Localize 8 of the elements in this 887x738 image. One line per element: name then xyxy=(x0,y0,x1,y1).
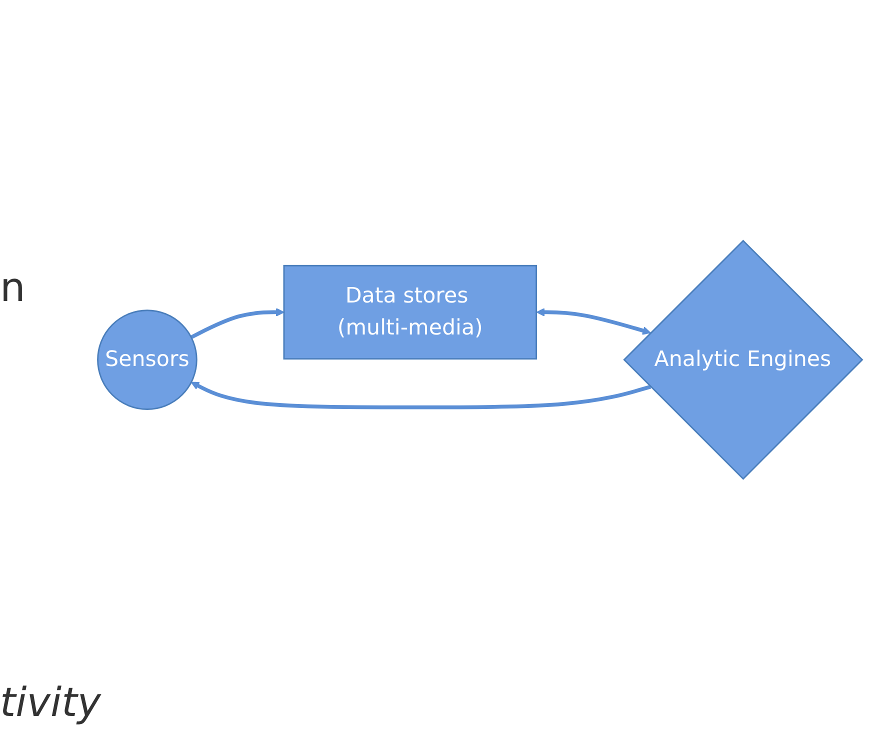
arrow xyxy=(190,382,652,410)
label-text: tivity xyxy=(0,680,101,726)
label-text: n xyxy=(0,265,26,311)
arrow xyxy=(190,308,284,340)
node-diamond: Analytic Engines xyxy=(623,240,864,480)
arrow xyxy=(536,308,651,336)
node-box: Data stores (multi-media) xyxy=(283,265,538,360)
node-circle: Sensors xyxy=(97,310,198,410)
